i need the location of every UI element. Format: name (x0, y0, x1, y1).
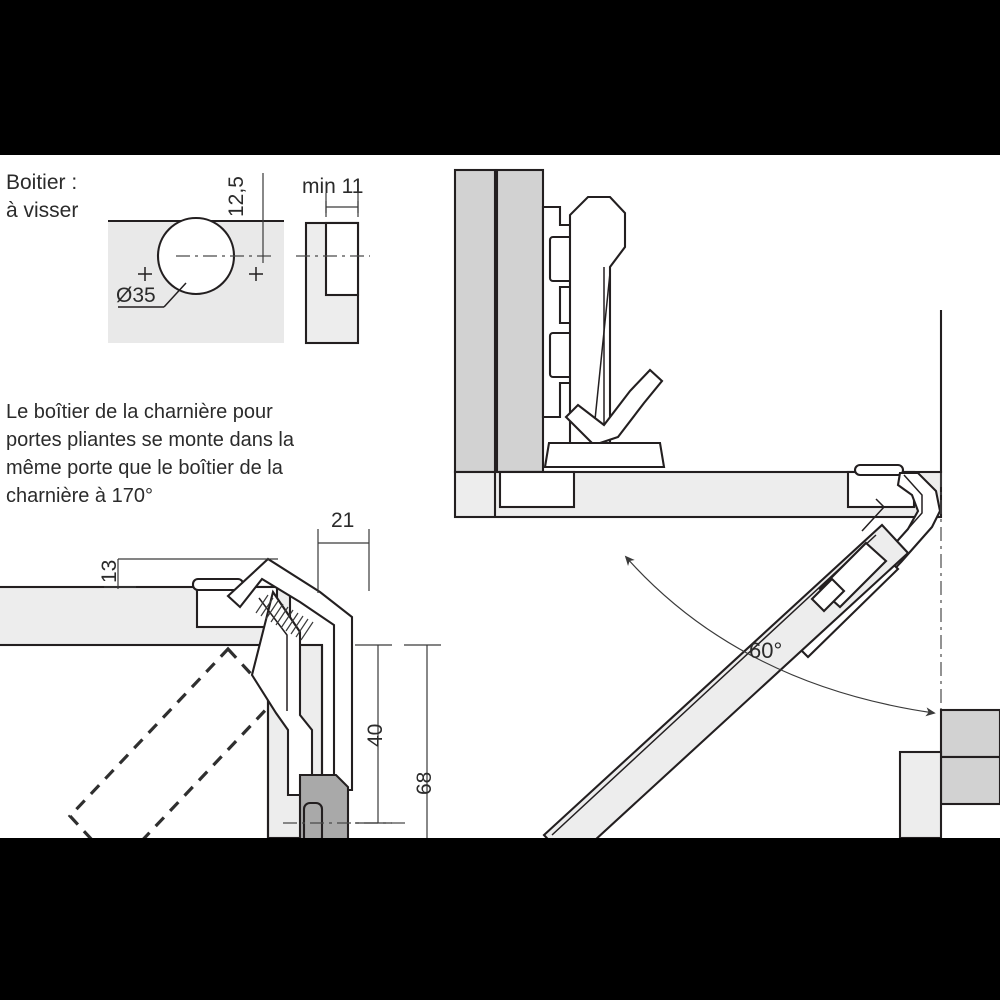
side-view-panel (296, 221, 370, 345)
mounting-plate-slot (302, 801, 324, 838)
hinge-cup-assembly (541, 205, 574, 419)
heading-line-1: Boitier : (6, 171, 77, 194)
dim-13-label: 13 (98, 560, 121, 583)
dim-min-11: min 11 (302, 175, 363, 217)
drawing-canvas: Boitier : à visser 12,5 (0, 155, 1000, 838)
door-block-side (898, 750, 943, 838)
dim-40: 40 (355, 644, 392, 824)
dim-21-label: 21 (331, 509, 354, 532)
angle-dimension-60: 60° (624, 555, 936, 717)
note-line-3: même porte que le boîtier de la (6, 457, 284, 479)
closed-door-blocks (898, 708, 1000, 838)
hinge-lever-arm (564, 368, 664, 447)
heading-line-2: à visser (6, 199, 78, 222)
note-line-1: Le boîtier de la charnière pour (6, 401, 273, 423)
dim-bore-diameter: Ø35 (116, 282, 187, 308)
dim-bore-diameter-label: Ø35 (116, 284, 156, 307)
carcase-panels (453, 168, 545, 474)
bottom-left-view: 13 21 40 68 (0, 509, 441, 838)
letterbox-top (0, 0, 1000, 155)
note-line-2: portes pliantes se monte dans la (6, 429, 295, 451)
cup-base-pad (543, 441, 666, 469)
dim-40-label: 40 (364, 724, 387, 747)
cross-marks (138, 267, 263, 281)
hinge-body (568, 195, 627, 450)
dim-12-5-label: 12,5 (225, 176, 248, 217)
dim-68-label: 68 (413, 772, 436, 795)
note-line-4: charnière à 170° (6, 485, 153, 507)
door-block-lower (939, 755, 1000, 806)
dim-21: 21 (317, 509, 370, 593)
note-block: Le boîtier de la charnière pour portes p… (6, 401, 295, 507)
dim-68: 68 (404, 644, 441, 838)
door-block-upper (939, 708, 1000, 759)
spring-coil (255, 594, 314, 641)
dim-13: 13 (98, 558, 278, 589)
angle-label-60: 60° (749, 638, 782, 663)
top-left-view: Boitier : à visser 12,5 (6, 171, 370, 345)
dim-min-11-label: min 11 (302, 175, 363, 198)
letterbox-bottom (0, 838, 1000, 1000)
door-panel-open-outline (67, 646, 278, 838)
cup-slot-upper (548, 235, 574, 283)
screw-mark-left (138, 267, 152, 281)
side-view-notch (324, 221, 360, 297)
dim-12-5: 12,5 (225, 173, 264, 263)
screw-mark-right (249, 267, 263, 281)
shelf-cup-flange (853, 463, 905, 477)
right-view: 60° (453, 168, 1000, 838)
cup-slot-lower (548, 331, 574, 379)
mounting-plate (283, 773, 408, 838)
shelf-recess-left (498, 470, 576, 509)
